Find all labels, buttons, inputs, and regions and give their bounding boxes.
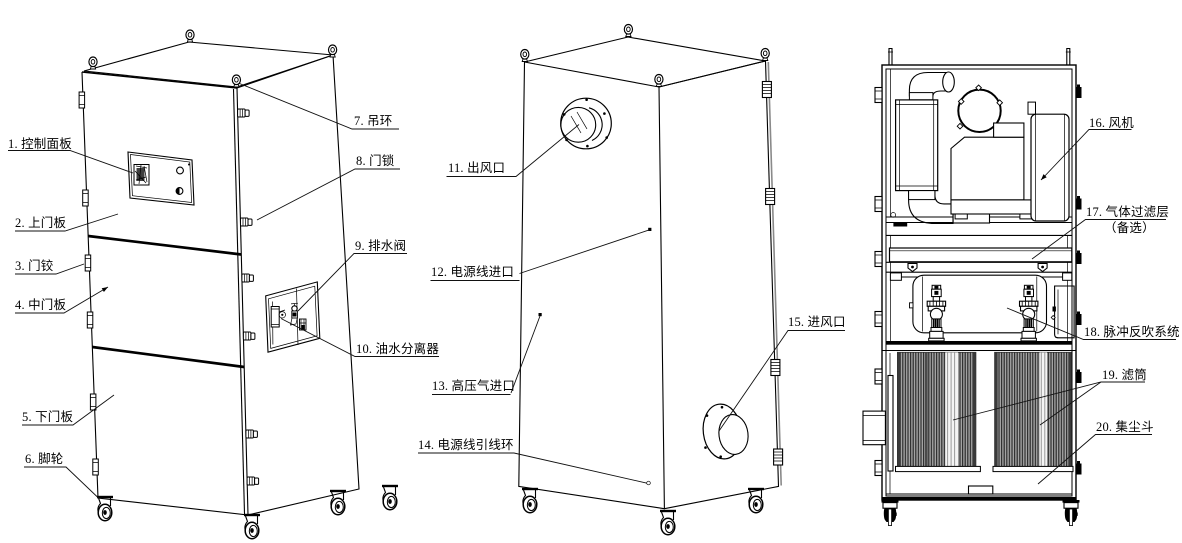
label-air-outlet: 11. 出风口 bbox=[448, 161, 506, 175]
label-lower-door: 5. 下门板 bbox=[22, 410, 74, 424]
caster-icon bbox=[658, 509, 678, 536]
lifting-ring-icon bbox=[760, 47, 770, 62]
door-locks bbox=[237, 108, 260, 486]
label-drain-valve: 9. 排水阀 bbox=[355, 239, 407, 253]
front-door-panels bbox=[81, 71, 249, 516]
label-gas-filter-note: （备选） bbox=[1104, 221, 1155, 235]
drain-service-box bbox=[265, 281, 321, 353]
lifting-ring-icon bbox=[231, 74, 242, 88]
lifting-ring-icon bbox=[520, 48, 530, 63]
lifting-ring-icon bbox=[654, 73, 664, 88]
door-hinge-icon bbox=[82, 189, 89, 207]
caster-icon bbox=[380, 484, 400, 511]
filter-cartridge bbox=[897, 351, 977, 470]
caster-icon bbox=[880, 499, 900, 527]
door-hinge-icon bbox=[92, 458, 99, 476]
side-inlet-box bbox=[862, 410, 886, 446]
door-lock-icon bbox=[242, 331, 256, 341]
hinge-block-icon bbox=[874, 368, 883, 385]
dust-hopper bbox=[882, 485, 1076, 500]
label-control-panel: 1. 控制面板 bbox=[8, 137, 72, 151]
compressed-air-inlet-point bbox=[538, 313, 542, 317]
filter-cartridge-section bbox=[862, 349, 1076, 500]
left-view-cabinet bbox=[78, 29, 400, 540]
label-air-supply-inlet: 13. 高压气进口 bbox=[432, 379, 516, 393]
label-filter-cartridge: 19. 滤筒 bbox=[1102, 368, 1147, 382]
hinge-block-icon bbox=[874, 195, 883, 213]
door-hinge-icon bbox=[86, 311, 94, 329]
caster-wheels bbox=[880, 499, 1081, 527]
label-oil-water-separator: 10. 油水分离器 bbox=[356, 342, 440, 356]
top-face bbox=[81, 41, 334, 89]
fan-compartment bbox=[886, 69, 1072, 227]
label-fan: 16. 风机 bbox=[1089, 116, 1134, 130]
pulse-blowback-section bbox=[886, 272, 1075, 345]
door-lock-icon bbox=[240, 217, 253, 227]
power-cable-inlet-point bbox=[648, 227, 652, 231]
caster-icon bbox=[520, 487, 540, 514]
label-cable-lead-ring: 14. 电源线引线环 bbox=[418, 438, 514, 452]
label-air-inlet: 15. 进风口 bbox=[788, 315, 846, 329]
lock-block-icon bbox=[1076, 250, 1082, 264]
hinge-block-icon bbox=[874, 86, 883, 104]
middle-view-cabinet bbox=[518, 23, 784, 536]
air-inlet-flange bbox=[702, 403, 749, 460]
edge-clip-icon bbox=[770, 358, 781, 377]
door-lock-icon bbox=[246, 476, 260, 486]
air-outlet-flange bbox=[560, 97, 612, 150]
door-lock-icon bbox=[237, 108, 250, 118]
door-lock-icon bbox=[241, 273, 254, 283]
label-middle-door: 4. 中门板 bbox=[15, 298, 67, 312]
lock-block-icon bbox=[1076, 461, 1082, 475]
caster-icon bbox=[1061, 499, 1081, 527]
lock-block-icon bbox=[1076, 196, 1082, 210]
fan-inlet-ring bbox=[956, 84, 1004, 134]
fan-housing bbox=[950, 136, 1025, 201]
edge-clip-icon bbox=[773, 448, 784, 466]
label-caster: 6. 脚轮 bbox=[25, 452, 64, 466]
lock-block-icon bbox=[1076, 84, 1082, 98]
label-power-inlet: 12. 电源线进口 bbox=[431, 265, 515, 279]
caster-icon bbox=[328, 489, 348, 516]
edge-clip-icon bbox=[761, 80, 772, 99]
label-door-lock: 8. 门锁 bbox=[356, 154, 395, 168]
label-door-hinge: 3. 门铰 bbox=[15, 259, 54, 273]
door-hinge-icon bbox=[78, 91, 86, 109]
front-view-cabinet bbox=[862, 47, 1082, 527]
left-face bbox=[518, 61, 665, 510]
label-upper-door: 2. 上门板 bbox=[15, 216, 67, 230]
hinge-block-icon bbox=[874, 310, 883, 328]
caster-icon bbox=[95, 495, 115, 522]
door-hinge-icon bbox=[89, 393, 97, 411]
section-floor bbox=[886, 341, 1072, 345]
cabinet-locks bbox=[1076, 84, 1082, 475]
lock-block-icon bbox=[1076, 311, 1082, 325]
muffler-cylinder bbox=[894, 99, 939, 192]
top-face bbox=[524, 36, 766, 88]
lifting-ring-icon bbox=[623, 23, 634, 38]
caster-icon bbox=[746, 487, 766, 514]
hinge-block-icon bbox=[874, 250, 883, 268]
lock-block-icon bbox=[1076, 369, 1082, 383]
label-pulse-system: 18. 脉冲反吹系统 bbox=[1084, 325, 1180, 339]
caster-icon bbox=[242, 513, 262, 540]
leader-lines bbox=[8, 83, 1176, 499]
hinge-block-icon bbox=[874, 459, 883, 477]
right-face bbox=[658, 60, 782, 510]
door-hinge-icon bbox=[84, 254, 92, 272]
label-gas-filter-layer: 17. 气体过滤层 bbox=[1086, 205, 1170, 219]
lifting-ring-icon bbox=[185, 29, 195, 43]
door-lock-icon bbox=[245, 429, 258, 439]
cable-lead-ring-point bbox=[646, 480, 651, 486]
control-panel bbox=[127, 151, 195, 206]
right-side-face bbox=[236, 54, 360, 516]
fan-motor bbox=[1027, 101, 1070, 222]
label-dust-hopper: 20. 集尘斗 bbox=[1096, 420, 1154, 434]
edge-clip-icon bbox=[765, 187, 776, 206]
label-lifting-ring: 7. 吊环 bbox=[354, 114, 393, 128]
gas-filter-section bbox=[886, 234, 1073, 273]
